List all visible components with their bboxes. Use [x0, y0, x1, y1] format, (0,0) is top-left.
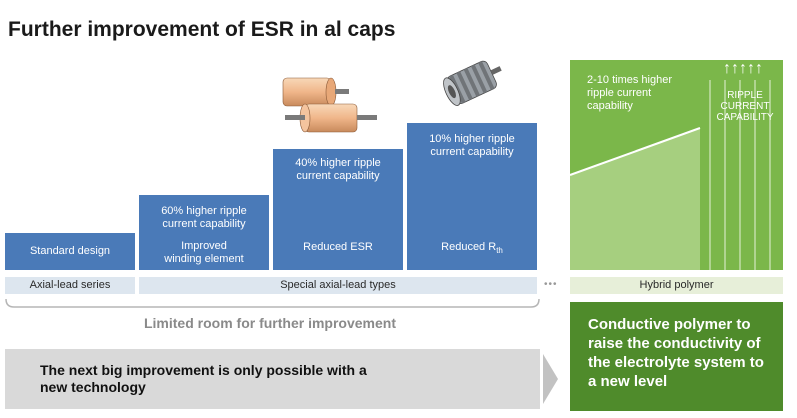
step-label: Standard design — [29, 245, 111, 257]
next-big-improvement-text: The next big improvement is only possibl… — [40, 362, 367, 395]
ripple-increase-text: 2-10 times higher ripple current capabil… — [587, 74, 672, 112]
bracket-line — [5, 298, 540, 308]
step-improvement-text: 60% higher ripple current capability — [161, 205, 247, 230]
step-reduced-rth: 10% higher ripple current capability Red… — [407, 123, 537, 270]
capacitor-image — [282, 77, 377, 133]
band-label: Axial-lead series — [29, 279, 111, 291]
capacitor-heatsink-image — [443, 60, 502, 106]
conductive-polymer-box: Conductive polymer to raise the conducti… — [570, 302, 783, 411]
hybrid-polymer-panel: 2-10 times higher ripple current capabil… — [570, 60, 783, 270]
band-label: Special axial-lead types — [280, 279, 396, 291]
step-label-main: Reduced R — [441, 241, 497, 253]
ripple-arrows-icon: ↑↑↑↑↑ — [723, 60, 763, 77]
page-title: Further improvement of ESR in al caps — [8, 18, 396, 41]
grey-arrow-shape — [5, 349, 558, 409]
step-standard-design: Standard design — [5, 233, 135, 270]
step-improvement-text: 10% higher ripple current capability — [429, 133, 515, 158]
band-axial-lead-series: Axial-lead series — [5, 277, 135, 294]
step-reduced-esr: 40% higher ripple current capability Red… — [273, 149, 403, 270]
step-label: Reduced ESR — [303, 241, 373, 253]
ripple-current-capability-label: RIPPLE CURRENT CAPABILITY — [716, 90, 774, 123]
step-improved-winding: 60% higher ripple current capability Imp… — [139, 195, 269, 270]
limited-room-text: Limited room for further improvement — [143, 315, 397, 331]
step-label-subscript: th — [496, 246, 503, 256]
ellipsis: ••• — [544, 279, 558, 290]
step-improvement-text: 40% higher ripple current capability — [295, 157, 381, 182]
improvement-slope — [570, 80, 771, 270]
band-hybrid-polymer: Hybrid polymer — [570, 277, 783, 294]
step-label: Improved winding element — [164, 240, 244, 265]
band-label: Hybrid polymer — [639, 279, 714, 291]
step-label: Reduced Rth — [407, 241, 537, 257]
band-special-axial-lead-types: Special axial-lead types — [139, 277, 537, 294]
conductive-polymer-text: Conductive polymer to raise the conducti… — [588, 316, 764, 390]
